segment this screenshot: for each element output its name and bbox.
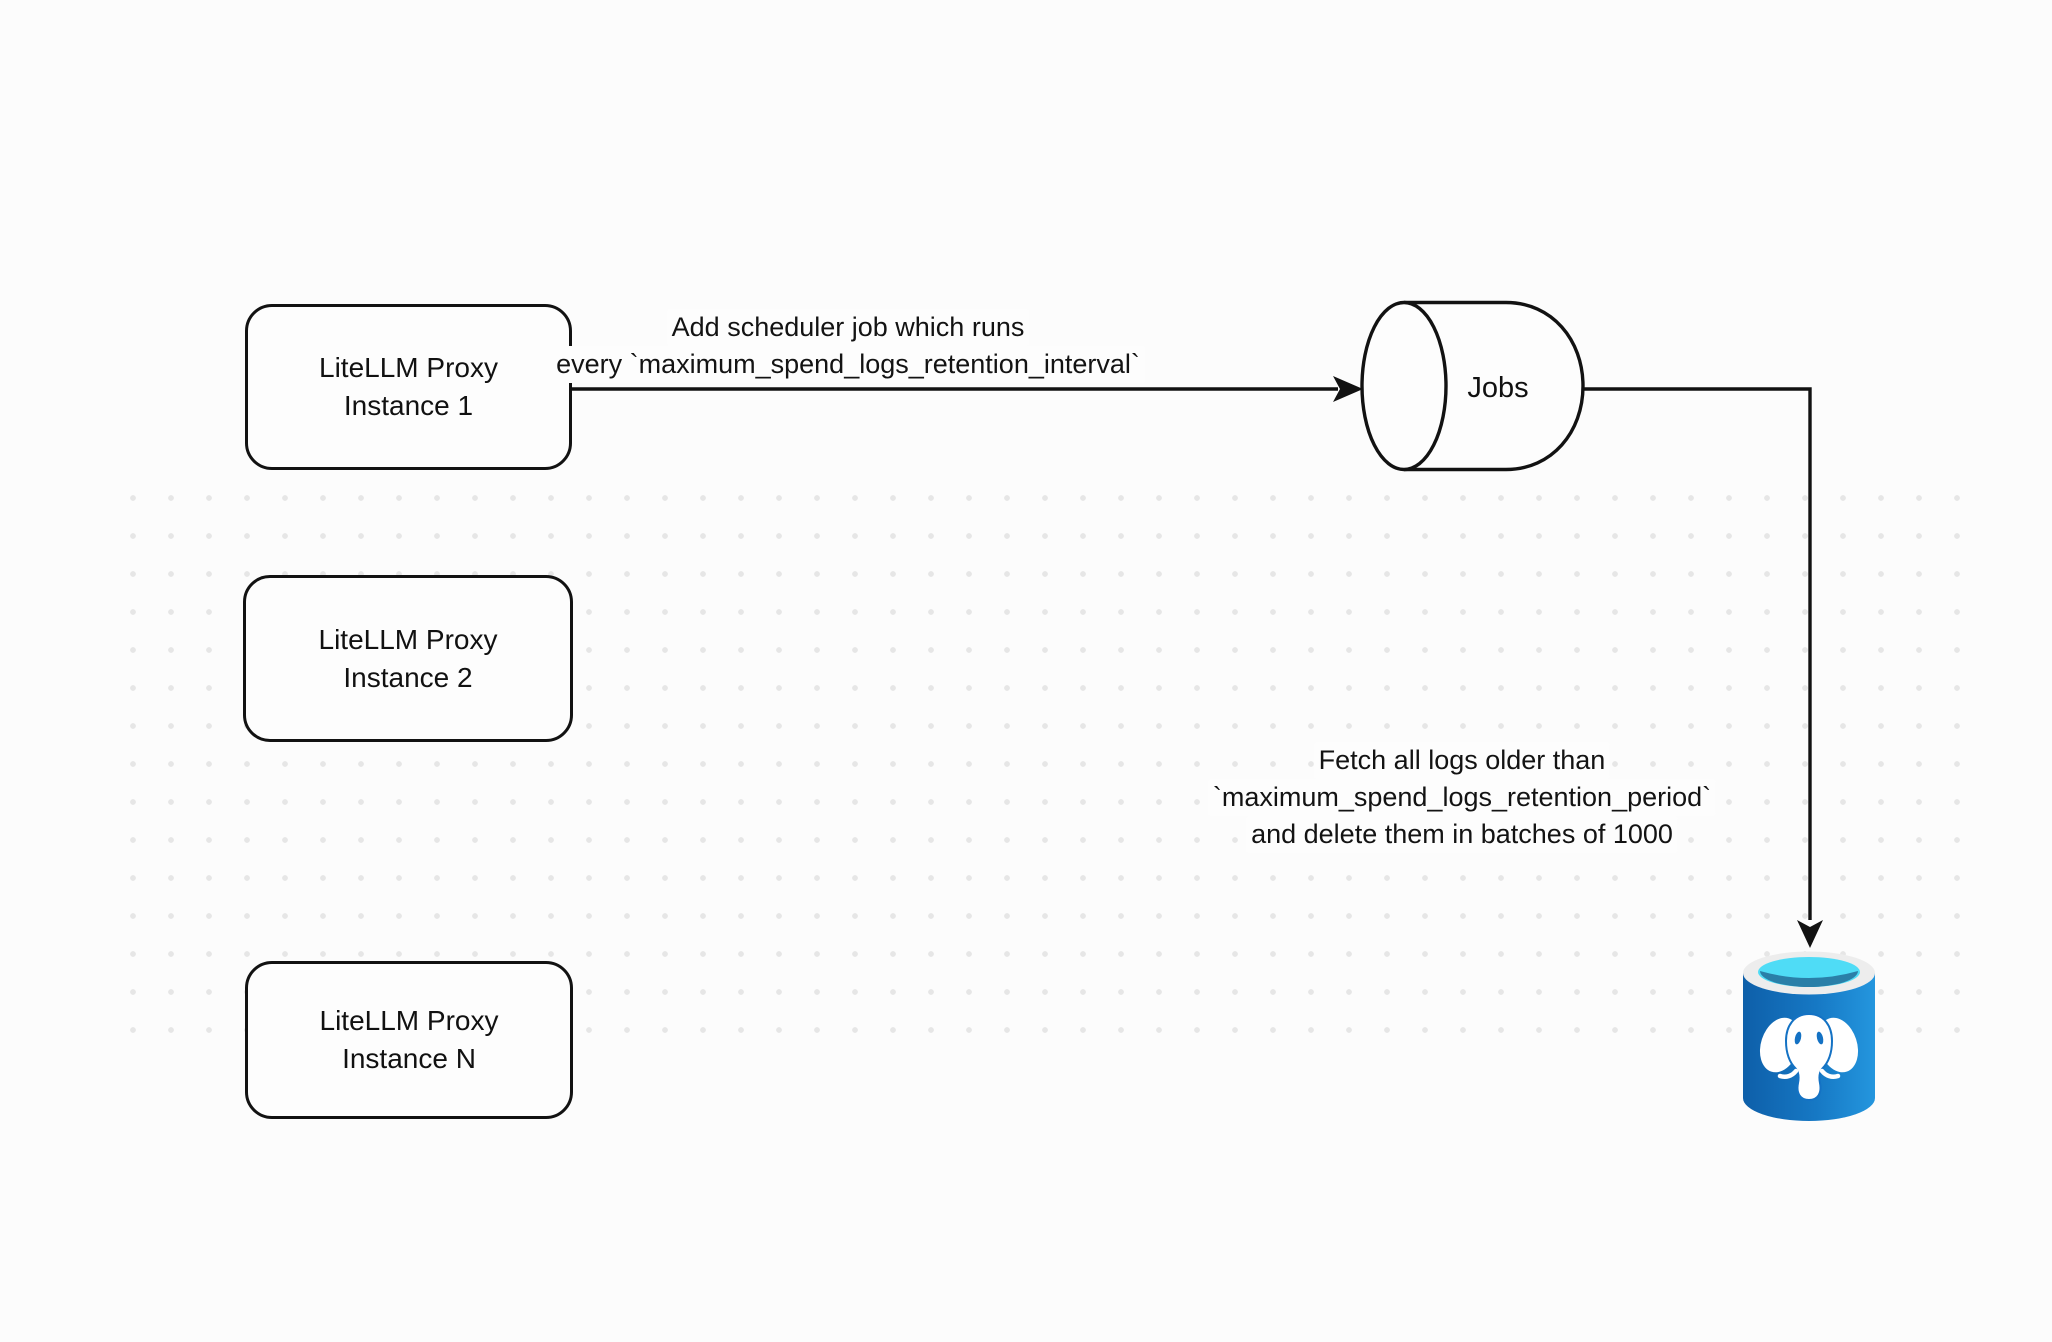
node-litellm-proxy-instance-1: LiteLLM Proxy Instance 1 [245, 304, 572, 470]
node-label-line2: Instance N [342, 1043, 476, 1074]
edge-label-line: Fetch all logs older than [1313, 742, 1611, 779]
postgresql-database-icon [1743, 951, 1875, 1121]
node-label-line1: LiteLLM Proxy [319, 352, 498, 383]
node-label-line2: Instance 2 [343, 661, 473, 693]
jobs-cylinder-cap [1360, 300, 1448, 472]
node-label-line2: Instance 1 [343, 390, 474, 421]
node-jobs-queue: Jobs [1360, 300, 1585, 472]
node-litellm-proxy-instance-n: LiteLLM Proxy Instance N [245, 961, 573, 1119]
node-litellm-proxy-instance-2: LiteLLM Proxy Instance 2 [243, 575, 573, 742]
edge-label-line: Add scheduler job which runs [666, 309, 1030, 346]
edge-label-fetch-logs: Fetch all logs older than `maximum_spend… [1207, 742, 1717, 853]
node-label-line1: LiteLLM Proxy [319, 1005, 499, 1036]
postgres-cylinder-inner-shade [1760, 971, 1858, 987]
jobs-label: Jobs [1467, 372, 1528, 404]
postgres-elephant-icon [1759, 1012, 1859, 1102]
edge-label-add-scheduler: Add scheduler job which runs every `maxi… [551, 309, 1145, 383]
node-label-line1: LiteLLM Proxy [318, 623, 498, 655]
edge-label-line: and delete them in batches of 1000 [1246, 816, 1678, 853]
jobs-cylinder-body [1404, 300, 1585, 472]
edge-label-line: `maximum_spend_logs_retention_period` [1207, 779, 1717, 816]
edge-label-line: every `maximum_spend_logs_retention_inte… [551, 346, 1145, 383]
